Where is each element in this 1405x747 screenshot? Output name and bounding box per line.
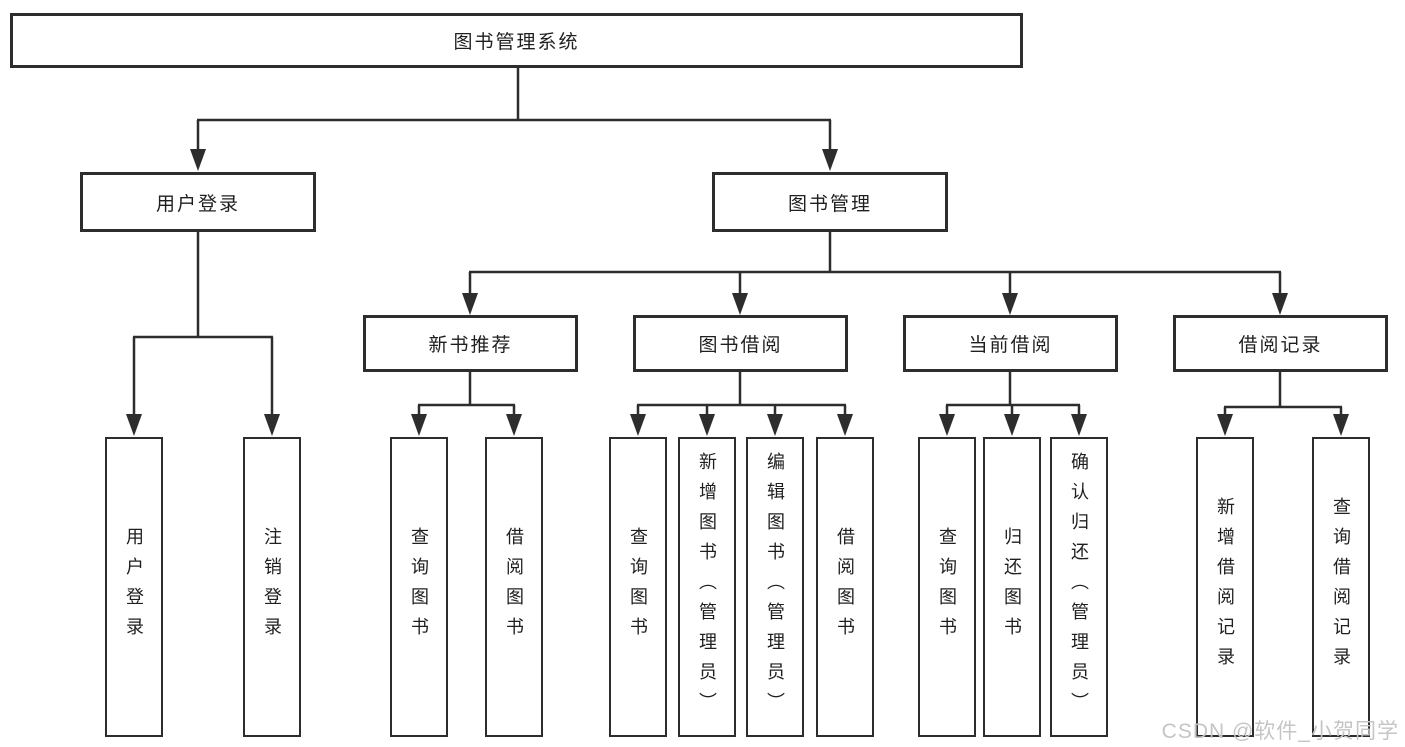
node-borrowing-records: 借阅记录 (1173, 315, 1388, 372)
leaf-borrowing-add-book-admin: 新增图书（管理员） (678, 437, 736, 737)
leaf-current-return-book: 归还图书 (983, 437, 1041, 737)
leaf-records-query-borrow-record: 查询借阅记录 (1312, 437, 1370, 737)
node-book-borrowing: 图书借阅 (633, 315, 848, 372)
leaf-borrowing-query-books: 查询图书 (609, 437, 667, 737)
leaf-logout: 注销登录 (243, 437, 301, 737)
leaf-user-login: 用户登录 (105, 437, 163, 737)
leaf-borrowing-edit-book-admin: 编辑图书（管理员） (746, 437, 804, 737)
node-root: 图书管理系统 (10, 13, 1023, 68)
node-current-borrowing: 当前借阅 (903, 315, 1118, 372)
watermark-text: CSDN @软件_小贺同学 (1161, 720, 1399, 743)
leaf-recommend-query-books: 查询图书 (390, 437, 448, 737)
node-user-login: 用户登录 (80, 172, 316, 232)
leaf-current-confirm-return-admin: 确认归还（管理员） (1050, 437, 1108, 737)
leaf-recommend-borrow-books: 借阅图书 (485, 437, 543, 737)
leaf-records-add-borrow-record: 新增借阅记录 (1196, 437, 1254, 737)
node-new-book-recommendation: 新书推荐 (363, 315, 578, 372)
leaf-current-query-books: 查询图书 (918, 437, 976, 737)
node-book-management: 图书管理 (712, 172, 948, 232)
leaf-borrowing-borrow-books: 借阅图书 (816, 437, 874, 737)
